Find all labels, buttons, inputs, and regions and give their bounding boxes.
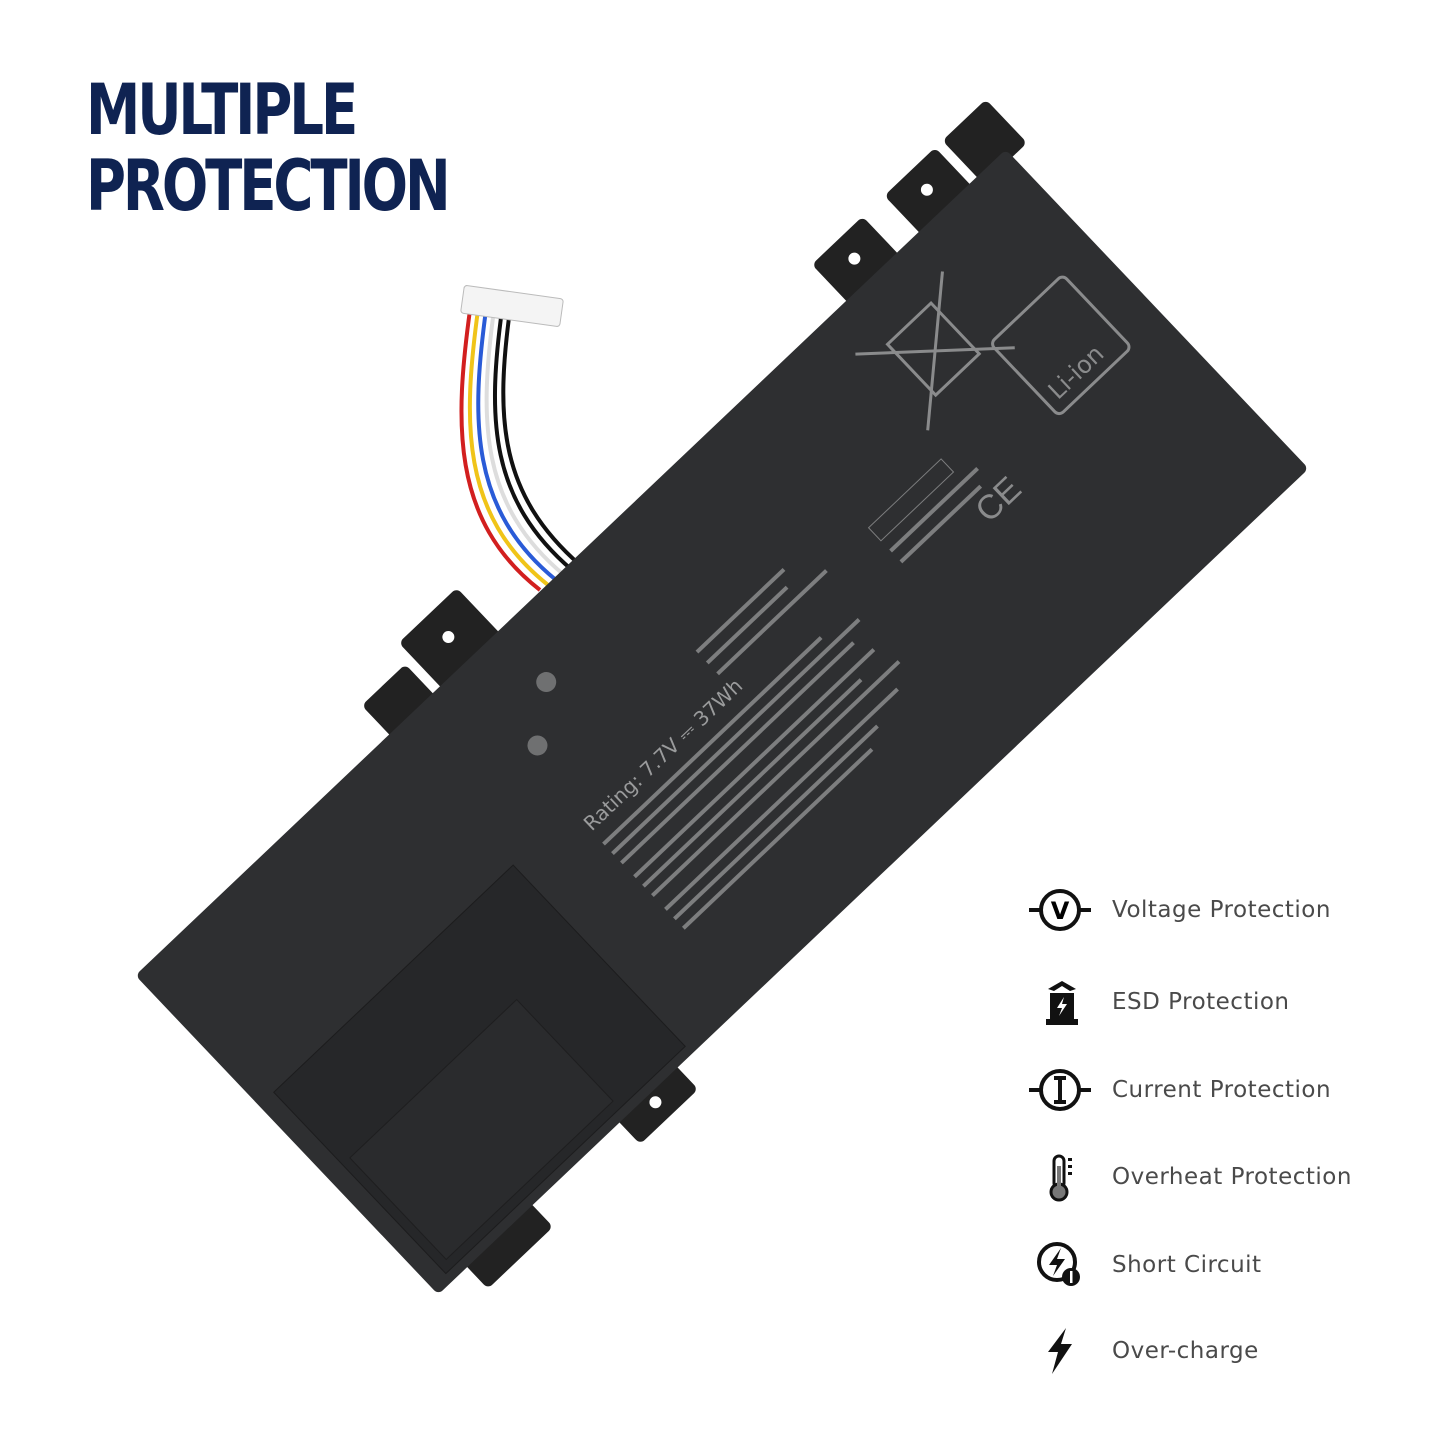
feature-overheat: Overheat Protection	[1020, 1147, 1352, 1207]
li-ion-badge	[991, 275, 1131, 416]
voltage-icon: V	[1020, 880, 1100, 940]
feature-label: Over-charge	[1112, 1338, 1259, 1364]
svg-text:V: V	[1051, 897, 1070, 925]
thermometer-icon	[1020, 1147, 1100, 1207]
feature-esd: ESD Protection	[1020, 972, 1290, 1032]
esd-icon	[1020, 972, 1100, 1032]
feature-overcharge: Over-charge	[1020, 1321, 1259, 1381]
title-line-1: MULTIPLE	[86, 69, 358, 151]
feature-label: Current Protection	[1112, 1077, 1332, 1103]
lightning-icon	[1020, 1321, 1100, 1381]
title-line-2: PROTECTION	[86, 145, 451, 227]
feature-label: Short Circuit	[1112, 1252, 1262, 1278]
feature-label: Voltage Protection	[1112, 897, 1331, 923]
feature-short-circuit: Short Circuit	[1020, 1235, 1262, 1295]
feature-voltage: V Voltage Protection	[1020, 880, 1331, 940]
battery-connector	[460, 285, 564, 327]
feature-current: Current Protection	[1020, 1060, 1331, 1120]
battery-wires	[459, 309, 582, 592]
page-title: MULTIPLE PROTECTION	[86, 69, 451, 227]
short-circuit-icon	[1020, 1235, 1100, 1295]
recycle-bin-icon	[855, 271, 1015, 431]
current-icon	[1020, 1060, 1100, 1120]
feature-label: ESD Protection	[1112, 989, 1290, 1015]
feature-label: Overheat Protection	[1112, 1164, 1352, 1190]
